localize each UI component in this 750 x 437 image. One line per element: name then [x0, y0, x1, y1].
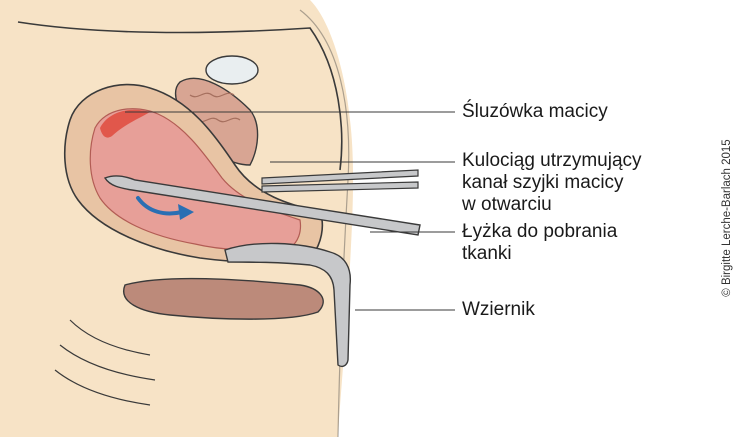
label-tenaculum-line-1: Kulociąg utrzymujący: [462, 150, 642, 171]
tenaculum: [261, 169, 419, 193]
label-curette-line-1: Łyżka do pobrania: [462, 221, 618, 242]
label-endometrium-text: Śluzówka macicy: [462, 101, 608, 122]
label-endometrium: Śluzówka macicy: [462, 101, 608, 123]
copyright-text: © Birgitte Lerche-Barlach 2015: [721, 139, 733, 297]
label-curette: Łyżka do pobrania tkanki: [462, 221, 617, 265]
label-speculum-text: Wziernik: [462, 299, 535, 320]
label-tenaculum-line-3: w otwarciu: [462, 194, 552, 215]
motion-arrow: [136, 196, 184, 216]
label-speculum: Wziernik: [462, 299, 535, 321]
speculum: [224, 242, 352, 368]
endometrium-lining: [100, 109, 150, 138]
uterus-cavity: [89, 108, 302, 251]
curette: [103, 175, 421, 236]
pubic-bone: [205, 55, 259, 85]
spine-lines: [54, 319, 156, 406]
label-curette-line-2: tkanki: [462, 243, 512, 264]
body-outline: [17, 21, 343, 171]
rectum: [123, 277, 324, 320]
label-tenaculum-line-2: kanał szyjki macicy: [462, 172, 624, 193]
motion-arrowhead: [178, 204, 194, 220]
label-tenaculum: Kulociąg utrzymujący kanał szyjki macicy…: [462, 150, 642, 216]
